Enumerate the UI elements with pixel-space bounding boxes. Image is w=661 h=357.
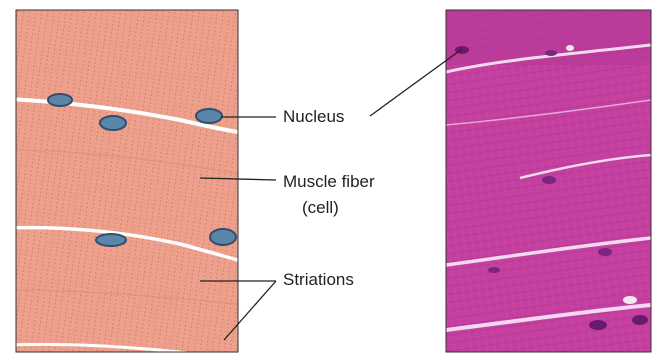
- micrograph-light-spot: [566, 45, 574, 51]
- micrograph-nucleus: [598, 248, 612, 256]
- nucleus-ellipse: [196, 109, 222, 123]
- nucleus-ellipse: [48, 94, 72, 106]
- striations-label: Striations: [283, 270, 354, 289]
- micrograph-nucleus: [488, 267, 500, 273]
- muscle-fiber-label-cell: (cell): [302, 198, 339, 217]
- micrograph-light-spot: [623, 296, 637, 304]
- micrograph-nucleus: [542, 176, 556, 184]
- micrograph-nucleus: [545, 50, 557, 56]
- micrograph-nucleus: [589, 320, 607, 330]
- nucleus-ellipse: [96, 234, 126, 246]
- nucleus-label: Nucleus: [283, 107, 344, 126]
- muscle-fiber-label: Muscle fiber: [283, 172, 375, 191]
- skeletal-muscle-illustration: [10, 10, 245, 357]
- nucleus-ellipse: [210, 229, 236, 245]
- micrograph-nucleus: [632, 315, 648, 325]
- muscle-micrograph: [446, 10, 651, 352]
- nucleus-ellipse: [100, 116, 126, 130]
